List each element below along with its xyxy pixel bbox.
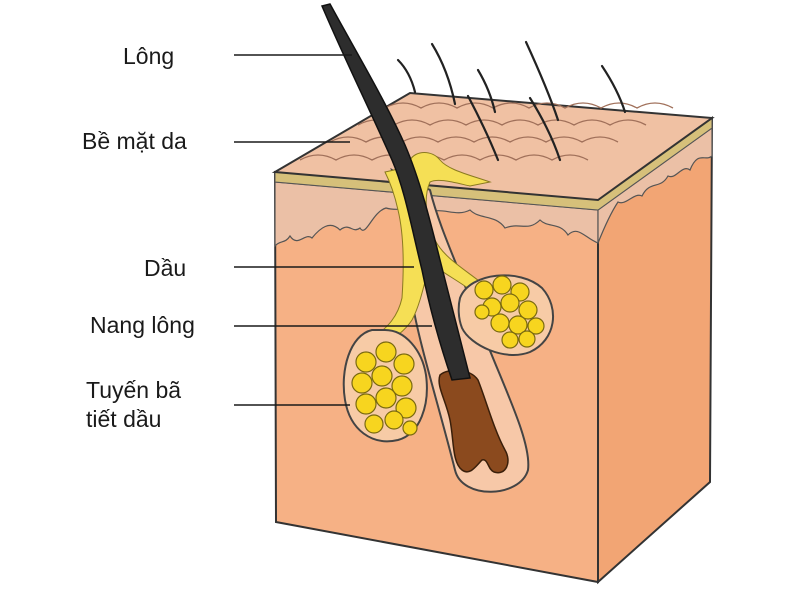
label-sebaceous-gland-line1: Tuyến bã [86, 377, 182, 403]
leader-lines [234, 54, 432, 406]
label-hair-follicle: Nang lông [90, 312, 195, 338]
label-sebaceous-gland: Tuyến bã tiết dầu [86, 376, 181, 434]
gland-cells-left [351, 341, 418, 436]
label-sebaceous-gland-line2: tiết dầu [86, 406, 162, 432]
label-oil: Dầu [144, 255, 187, 281]
hair-shaft [320, 3, 471, 381]
hair-root [438, 369, 509, 474]
gland-cells-right [474, 275, 545, 349]
epidermis-layer-side [597, 126, 713, 244]
surface-hairs [396, 40, 627, 162]
label-hair: Lông [123, 43, 175, 69]
surface-scales [299, 102, 674, 161]
label-skin-surface: Bề mặt da [82, 128, 187, 154]
